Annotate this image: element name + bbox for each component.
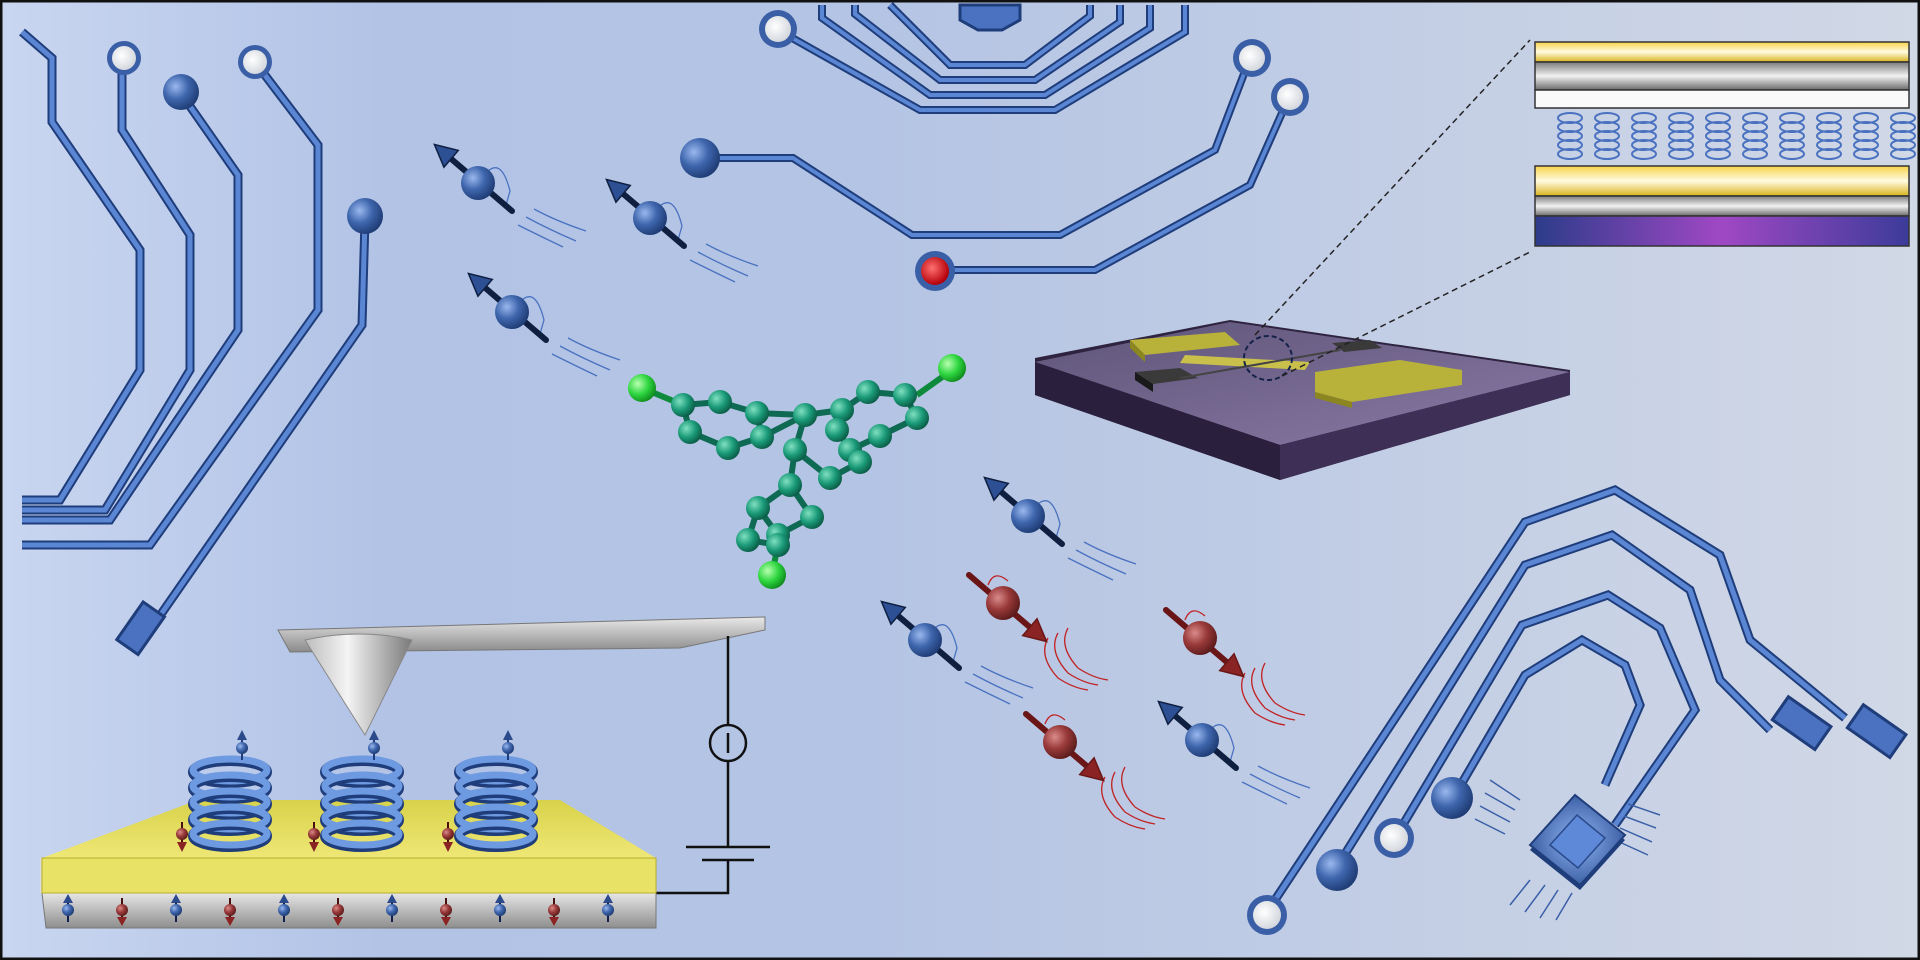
spin-down-electron: [440, 898, 452, 926]
cantilever-tip-icon: [277, 616, 766, 737]
spin-up-electron: [1157, 700, 1311, 805]
layer-stack-inset: [1534, 41, 1916, 247]
spin-up-electron: [62, 894, 74, 922]
contact-balls-bottom-right: [1247, 777, 1473, 935]
spin-up-electron: [467, 272, 621, 377]
trace-pad: [114, 599, 167, 657]
circuit-traces-left: [19, 28, 370, 657]
helix-coils: [176, 730, 538, 852]
spin-down-electron: [1163, 607, 1306, 726]
contact-balls-top: [680, 10, 1309, 291]
spin-electrons-upper: [433, 143, 759, 377]
helix-coil: [308, 730, 404, 852]
contact-balls-left: [107, 41, 383, 234]
spin-down-electron: [332, 898, 344, 926]
substrate-spins: [62, 894, 614, 926]
zoom-lines: [1254, 39, 1531, 377]
battery-icon: [686, 845, 770, 862]
helix-coil: [176, 730, 272, 852]
spin-down-electron: [116, 898, 128, 926]
spin-up-electron: [433, 143, 587, 248]
spin-up-electron: [278, 894, 290, 922]
spin-up-electron: [605, 178, 759, 283]
spin-up-electron: [602, 894, 614, 922]
spin-electrons-lower: [880, 476, 1311, 830]
spin-up-electron: [494, 894, 506, 922]
circuit-traces-top: [700, 2, 1294, 274]
spin-up-electron: [170, 894, 182, 922]
spin-up-electron: [880, 600, 1034, 705]
spin-down-electron: [966, 572, 1109, 691]
circuit-traces-bottom-right: [1261, 485, 1909, 918]
spin-valve-device-icon: [1035, 320, 1570, 480]
molecule-icon: [628, 354, 966, 589]
measurement-circuit: [655, 636, 730, 895]
spin-down-electron: [548, 898, 560, 926]
chip-icon: [1474, 779, 1661, 921]
helix-coil: [442, 730, 538, 852]
spin-down-electron: [1023, 711, 1166, 830]
helix-molecules: [1557, 112, 1916, 160]
spin-down-electron: [224, 898, 236, 926]
voltmeter-icon: [708, 723, 748, 763]
spin-up-electron: [983, 476, 1137, 581]
spin-up-electron: [386, 894, 398, 922]
